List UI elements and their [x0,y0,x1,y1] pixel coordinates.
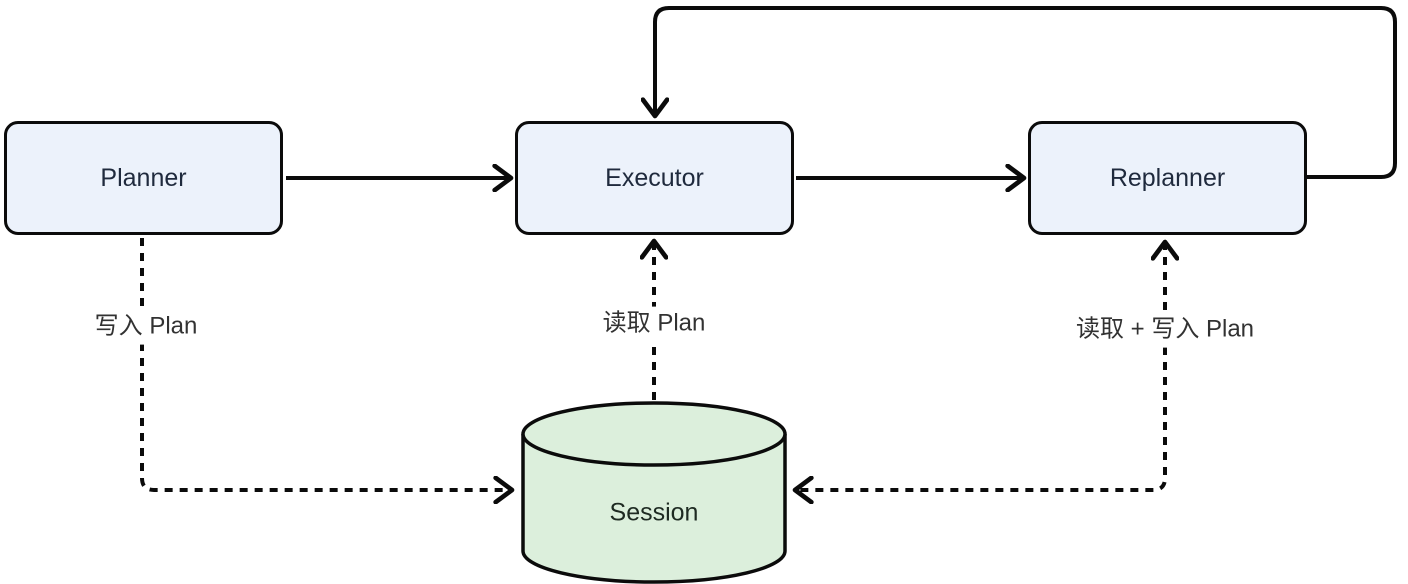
node-executor: Executor [515,121,794,235]
session-cylinder-body [521,434,787,584]
node-replanner-label: Replanner [1109,163,1226,192]
edge-label-read-plan: 读取 Plan [593,306,715,342]
edge-replanner-session-dashed-arrow [795,242,1165,490]
edge-label-read-write-plan: 读取 + 写入 Plan [1066,312,1264,348]
node-planner-label: Planner [100,163,187,192]
edge-label-write-plan: 写入 Plan [85,309,207,345]
node-replanner: Replanner [1028,121,1307,235]
edge-planner-session-dashed-arrow [140,238,512,490]
session-cylinder-label: Session [609,498,699,527]
edge-replanner-executor-loop-arrow [655,6,1397,179]
session-cylinder-top [521,401,787,467]
node-executor-label: Executor [605,163,704,192]
session-cylinder [521,401,787,584]
node-planner: Planner [4,121,283,235]
